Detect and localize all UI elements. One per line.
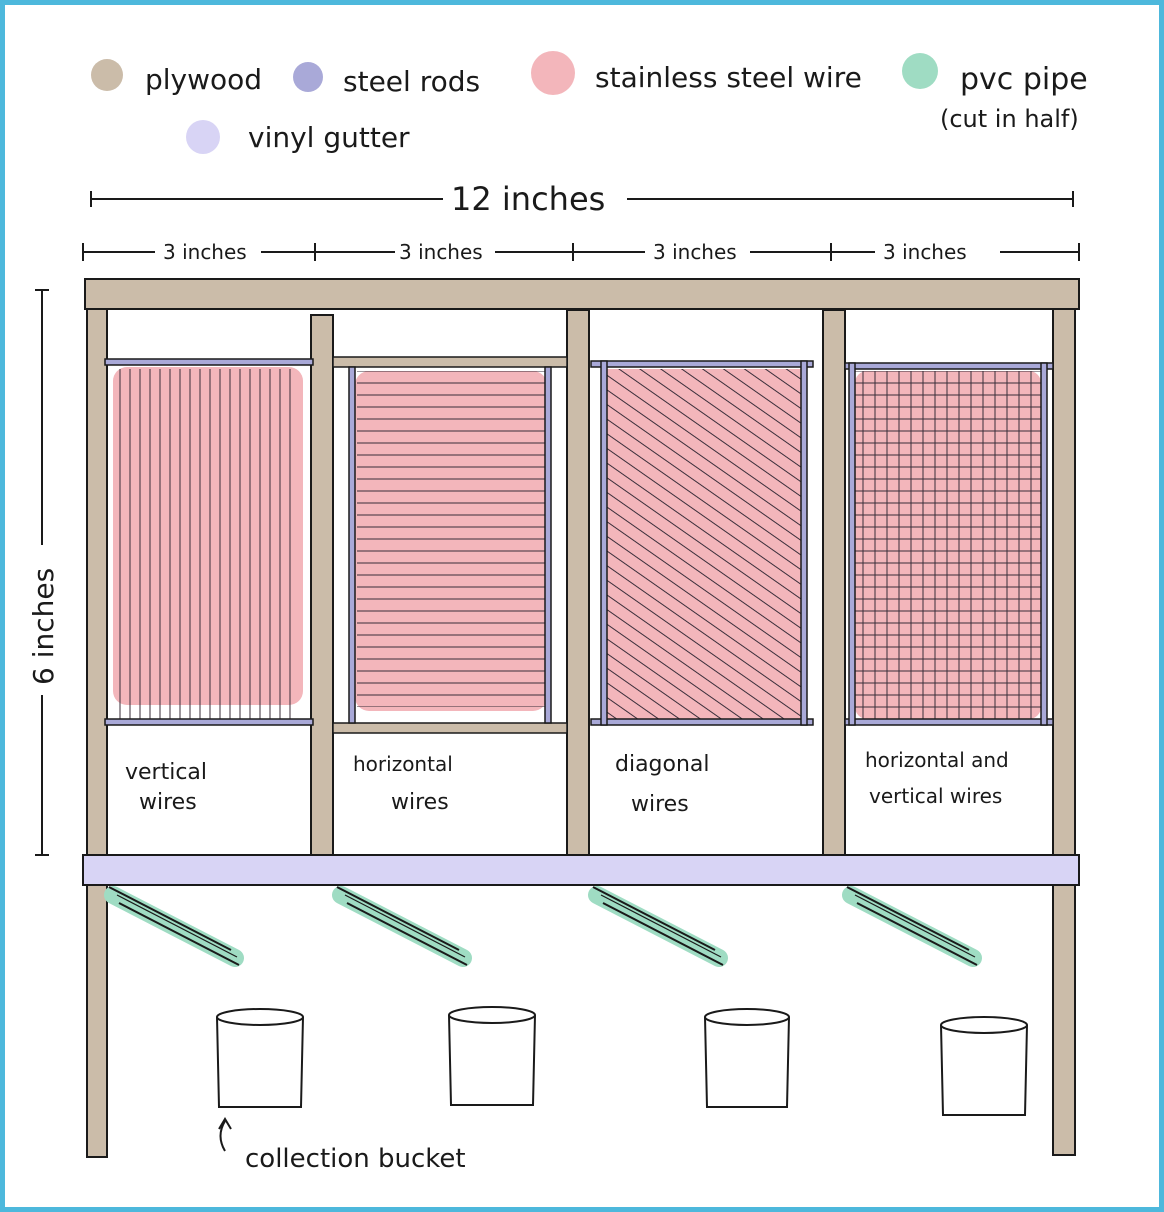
pvc-pipe-3 xyxy=(588,886,728,967)
bucket-arrow-icon xyxy=(218,1117,232,1152)
panel-1-rod-bottom xyxy=(104,718,314,726)
legend-label-steel-rods: steel rods xyxy=(343,65,480,98)
post-2 xyxy=(566,309,590,858)
panel-4-rod-bottom xyxy=(844,718,1054,726)
total-width-dimension xyxy=(90,191,1074,207)
panel-3-wire-pattern xyxy=(605,369,803,719)
panel-1 xyxy=(104,358,314,726)
panel-3-label-line-1: diagonal xyxy=(615,752,710,777)
bucket-label: collection bucket xyxy=(245,1144,466,1174)
panel-4-wire-pattern xyxy=(855,371,1041,719)
stainless-wire-swatch-icon xyxy=(531,51,575,95)
legend-label-plywood: plywood xyxy=(145,63,262,96)
panel-1-label-line-2: wires xyxy=(139,790,197,815)
post-1 xyxy=(310,314,334,858)
pvc-pipes xyxy=(104,886,982,967)
post-left xyxy=(86,304,108,1158)
panel-3-rod-left xyxy=(600,360,608,726)
legend-item-stainless-wire: stainless steel wire xyxy=(531,51,862,95)
legend: plywood steel rods stainless steel wire … xyxy=(91,51,1088,154)
legend-item-plywood: plywood xyxy=(91,59,262,96)
panel-2-cross-bar-bottom xyxy=(332,722,568,734)
height-dimension xyxy=(35,289,49,856)
panel-3-label-line-2: wires xyxy=(631,792,689,817)
section-width-label-4: 3 inches xyxy=(883,240,967,264)
panel-3-rod-bottom xyxy=(590,718,814,726)
panel-4-rod-left xyxy=(848,362,856,726)
legend-item-pvc-pipe: pvc pipe (cut in half) xyxy=(902,53,1088,133)
section-width-label-1: 3 inches xyxy=(163,240,247,264)
panel-2 xyxy=(332,356,568,734)
pvc-pipe-1 xyxy=(104,886,244,967)
panel-2-rod-right xyxy=(544,366,552,724)
post-right xyxy=(1052,302,1076,1156)
panel-2-wire-pattern xyxy=(357,371,547,707)
pvc-pipe-swatch-icon xyxy=(902,53,938,89)
post-3 xyxy=(822,309,846,858)
legend-item-vinyl-gutter: vinyl gutter xyxy=(186,120,410,154)
panel-2-label-line-2: wires xyxy=(391,790,449,815)
section-width-dimensions xyxy=(82,243,1080,261)
pvc-pipe-2 xyxy=(332,886,472,967)
legend-label-pvc-pipe: pvc pipe xyxy=(960,62,1088,97)
panel-2-cross-bar-top xyxy=(332,356,568,368)
pvc-pipe-4 xyxy=(842,886,982,967)
section-width-label-3: 3 inches xyxy=(653,240,737,264)
panel-3-rod-top xyxy=(590,360,814,368)
legend-label-vinyl-gutter: vinyl gutter xyxy=(248,121,410,154)
panel-4-label-line-1: horizontal and xyxy=(865,748,1009,772)
legend-item-steel-rods: steel rods xyxy=(293,62,480,98)
top-beam xyxy=(84,278,1080,310)
bucket-2 xyxy=(448,1006,536,1106)
bucket-4 xyxy=(940,1016,1028,1116)
panel-1-label-line-1: vertical xyxy=(125,760,207,785)
panel-1-rod-top xyxy=(104,358,314,366)
panel-2-label-line-1: horizontal xyxy=(353,752,453,776)
panel-4-rod-right xyxy=(1040,362,1048,726)
vinyl-gutter xyxy=(82,854,1080,886)
section-width-label-2: 3 inches xyxy=(399,240,483,264)
legend-note-pvc-pipe: (cut in half) xyxy=(940,105,1079,133)
height-label: 6 inches xyxy=(27,568,60,685)
panel-4-rod-top xyxy=(844,362,1054,370)
panel-4-label-line-2: vertical wires xyxy=(869,784,1002,808)
frame-structure xyxy=(84,278,1080,1158)
bucket-1 xyxy=(216,1008,304,1108)
fog-harvester-diagram: plywood steel rods stainless steel wire … xyxy=(27,51,1088,1174)
legend-label-stainless-wire: stainless steel wire xyxy=(595,61,862,94)
panel-2-rod-left xyxy=(348,366,356,724)
panel-3 xyxy=(590,360,814,726)
panel-3-rod-right xyxy=(800,360,808,726)
collection-buckets xyxy=(216,1006,1028,1116)
bucket-3 xyxy=(704,1008,790,1108)
total-width-label: 12 inches xyxy=(451,180,605,218)
panel-1-wire-pattern xyxy=(117,369,297,719)
vinyl-gutter-swatch-icon xyxy=(186,120,220,154)
steel-rods-swatch-icon xyxy=(293,62,323,92)
panel-4 xyxy=(844,362,1054,726)
plywood-swatch-icon xyxy=(91,59,123,91)
